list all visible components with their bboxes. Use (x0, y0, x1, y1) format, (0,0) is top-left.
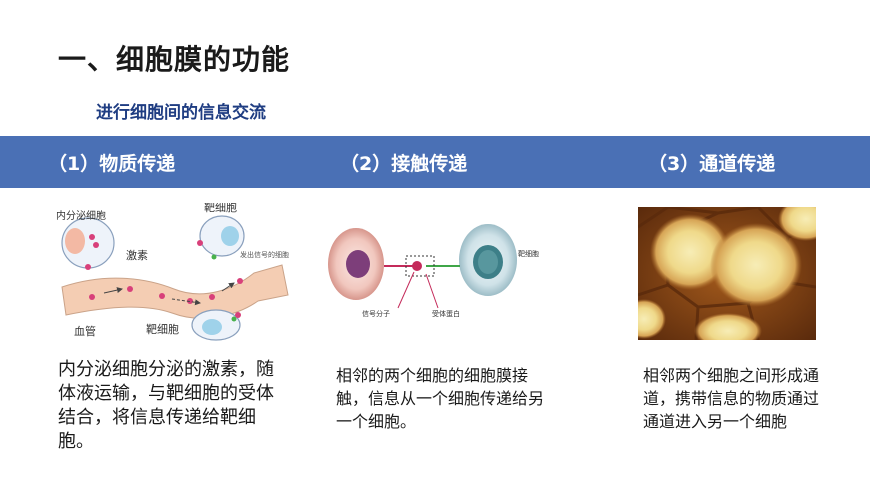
description-substance: 内分泌细胞分泌的激素，随体液运输，与靶细胞的受体结合，将信息传递给靶细胞。 (58, 359, 274, 452)
page-title: 一、细胞膜的功能 (58, 43, 291, 76)
label-signal-molecule: 信号分子 (362, 309, 390, 318)
method-label-channel: （3）通道传递 (648, 153, 776, 175)
header-band (0, 136, 870, 188)
figure-contact-transfer: 靶细胞 信号分子 受体蛋白 (328, 224, 539, 318)
endocrine-nucleus (65, 228, 85, 254)
label-target-cell-bottom: 靶细胞 (146, 323, 179, 336)
figure-hormone-transport: 内分泌细胞 激素 靶细胞 发出信号的细胞 靶细胞 血管 (56, 203, 289, 341)
signal-cell-nucleus (346, 250, 370, 278)
description-contact: 相邻的两个细胞的细胞膜接触，信息从一个细胞传递给另一个细胞。 (336, 366, 545, 431)
method-label-substance: （1）物质传递 (48, 153, 176, 175)
cell-blob-3 (778, 207, 816, 241)
figure-channel-photo (638, 207, 816, 340)
label-receptor-protein: 受体蛋白 (432, 309, 460, 318)
label-hormone: 激素 (126, 248, 148, 262)
label-blood-vessel: 血管 (74, 324, 96, 338)
description-channel: 相邻两个细胞之间形成通道，携带信息的物质通过通道进入另一个细胞 (643, 366, 820, 431)
blood-vessel (61, 264, 289, 319)
label-signal-cell: 发出信号的细胞 (240, 250, 289, 259)
page-subtitle: 进行细胞间的信息交流 (96, 103, 266, 123)
cell-blob-4 (694, 313, 762, 340)
contact-box (405, 255, 435, 277)
method-label-contact: （2）接触传递 (340, 153, 468, 175)
label-target-cell: 靶细胞 (518, 249, 539, 258)
label-endocrine-cell: 内分泌细胞 (56, 209, 106, 222)
signal-molecule (412, 261, 422, 271)
cell-blob-2 (710, 223, 802, 307)
cell-blob-1 (650, 214, 730, 290)
label-target-cell-top: 靶细胞 (204, 203, 237, 214)
cell-blob-5 (638, 299, 666, 339)
